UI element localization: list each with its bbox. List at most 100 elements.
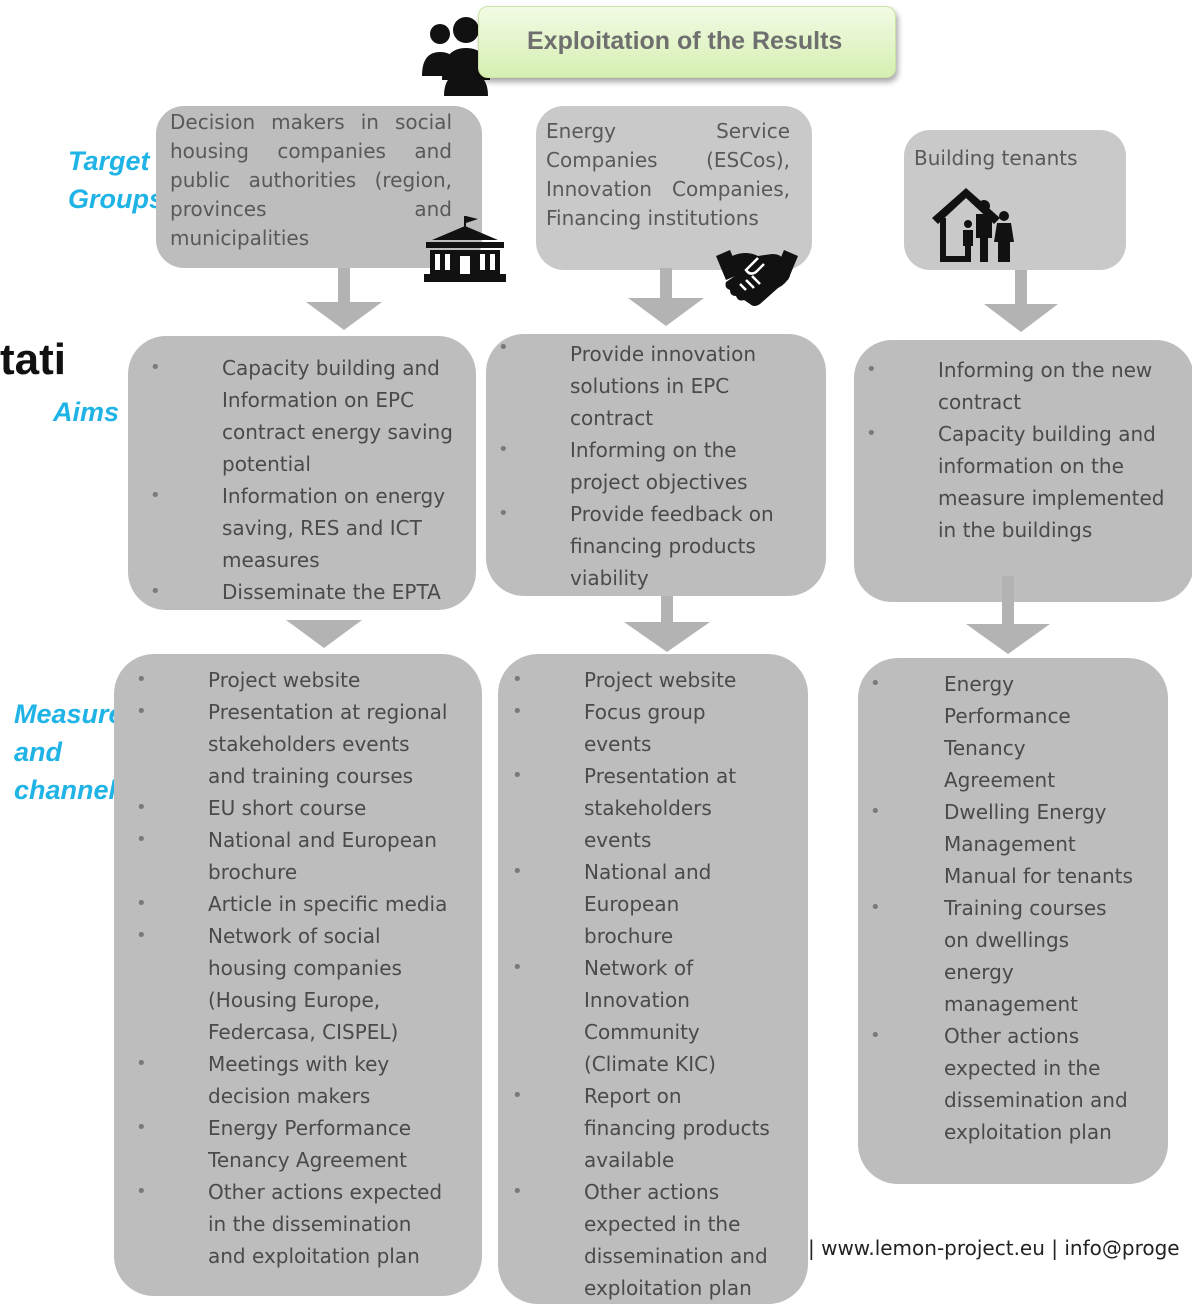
item-line: Management	[944, 832, 1076, 856]
target-group-line: Building tenants	[914, 146, 1078, 170]
item-line: European	[584, 892, 680, 916]
target-groups-label-line: Groups	[68, 184, 165, 214]
target-group-line: public authorities (region,	[170, 168, 452, 192]
bullet: •	[866, 359, 877, 380]
measures-list: • Project website • Presentation at regi…	[114, 664, 474, 1272]
list-item: • Other actions expected in the dissemin…	[114, 1176, 474, 1272]
item-line: Energy Performance	[208, 1116, 412, 1140]
handshake-icon	[716, 248, 798, 310]
bullet: •	[512, 701, 523, 722]
item-line: Presentation at	[584, 764, 737, 788]
item-line: project objectives	[570, 470, 748, 494]
item-line: Federcasa, CISPEL)	[208, 1020, 399, 1044]
list-item: • Network of Innovation Community (Clima…	[498, 952, 798, 1080]
target-group-box-1: Decision makers in social housing compan…	[156, 106, 482, 268]
item-line: dissemination and	[584, 1244, 768, 1268]
item-line: and exploitation plan	[208, 1244, 420, 1268]
target-group-text: Building tenants	[914, 144, 1124, 173]
item-line: decision makers	[208, 1084, 371, 1108]
list-item: • Focus group events	[498, 696, 798, 760]
aims-label: Aims	[53, 397, 120, 427]
list-item: • Energy Performance Tenancy Agreement	[858, 668, 1158, 796]
item-line: in the dissemination	[208, 1212, 412, 1236]
target-group-line: provinces and municipalities	[170, 197, 452, 250]
item-line: Informing on the new	[938, 358, 1153, 382]
item-line: Other actions	[584, 1180, 720, 1204]
bullet: •	[512, 957, 523, 978]
bullet: •	[136, 1053, 147, 1074]
measures-label-line: channels	[14, 775, 132, 805]
item-line: Article in specific media	[208, 892, 448, 916]
item-line: Tenancy	[944, 736, 1026, 760]
item-line: stakeholders events	[208, 732, 410, 756]
item-line: Network of	[584, 956, 694, 980]
target-group-line: Innovation Companies,	[546, 177, 790, 201]
arrow-down-icon	[306, 268, 382, 335]
aims-box-1: • Capacity building and Information on E…	[128, 336, 476, 610]
item-line: Dwelling Energy	[944, 800, 1107, 824]
target-groups-label-line: Target	[68, 146, 150, 176]
item-line: energy	[944, 960, 1014, 984]
list-item: • National and European brochure	[114, 824, 474, 888]
bullet: •	[870, 897, 881, 918]
list-item: • Information on energy saving, RES and …	[128, 480, 468, 576]
aims-list: • Provide innovation solutions in EPC co…	[486, 337, 816, 594]
list-item: • Energy Performance Tenancy Agreement	[114, 1112, 474, 1176]
item-line: National and European	[208, 828, 437, 852]
list-item: • Capacity building and Information on E…	[128, 352, 468, 480]
government-building-icon	[424, 216, 506, 282]
item-line: Manual for tenants	[944, 864, 1133, 888]
bullet: •	[498, 503, 509, 524]
bullet: •	[866, 423, 877, 444]
list-item: • Provide innovation solutions in EPC co…	[486, 337, 816, 434]
list-item: • National and European brochure	[498, 856, 798, 952]
item-line: Other actions expected	[208, 1180, 443, 1204]
arrow-down-icon	[286, 614, 362, 653]
item-line: Report on	[584, 1084, 682, 1108]
bullet: •	[136, 893, 147, 914]
item-line: potential	[222, 452, 311, 476]
item-line: Network of social	[208, 924, 381, 948]
item-line: available	[584, 1148, 675, 1172]
target-group-text: Energy Service Companies (ESCos), Innova…	[546, 117, 790, 233]
list-item: • Project website	[114, 664, 474, 696]
list-item: • Report on financing products available	[498, 1080, 798, 1176]
item-line: management	[944, 992, 1078, 1016]
bullet: •	[512, 1181, 523, 1202]
bullet: •	[150, 485, 161, 506]
footer-text: | www.lemon-project.eu | info@proge	[808, 1236, 1180, 1260]
item-line: events	[584, 828, 652, 852]
measures-list: • Project website • Focus group events •…	[498, 664, 798, 1304]
item-line: National and	[584, 860, 712, 884]
item-line: Community	[584, 1020, 700, 1044]
list-item: • Informing on the new contract	[854, 354, 1190, 418]
arrow-down-icon	[966, 576, 1050, 659]
title-banner: Exploitation of the Results	[478, 6, 896, 78]
item-line: financing products	[584, 1116, 770, 1140]
list-item: • Informing on the project objectives	[486, 434, 816, 498]
item-line: Focus group	[584, 700, 706, 724]
measures-list: • Energy Performance Tenancy Agreement •…	[858, 668, 1158, 1148]
item-line: (Housing Europe,	[208, 988, 381, 1012]
item-line: Disseminate the EPTA	[222, 580, 441, 604]
item-line: saving, RES and ICT	[222, 516, 422, 540]
item-line: Project website	[584, 668, 737, 692]
bullet: •	[498, 439, 509, 460]
item-line: Project website	[208, 668, 361, 692]
list-item: • Network of social housing companies (H…	[114, 920, 474, 1048]
item-line: exploitation plan	[944, 1120, 1112, 1144]
item-line: Tenancy Agreement	[208, 1148, 407, 1172]
bullet: •	[512, 669, 523, 690]
item-line: Performance	[944, 704, 1071, 728]
item-line: Energy	[944, 672, 1015, 696]
bullet: •	[870, 673, 881, 694]
item-line: (Climate KIC)	[584, 1052, 716, 1076]
item-line: Informing on the	[570, 438, 737, 462]
item-line: Information on energy	[222, 484, 446, 508]
measures-label: Measures and channels	[14, 695, 139, 809]
item-line: brochure	[208, 860, 298, 884]
item-line: in the buildings	[938, 518, 1093, 542]
item-line: Information on EPC	[222, 388, 415, 412]
list-item: • Presentation at stakeholders events	[498, 760, 798, 856]
target-group-line: Companies (ESCos),	[546, 148, 790, 172]
